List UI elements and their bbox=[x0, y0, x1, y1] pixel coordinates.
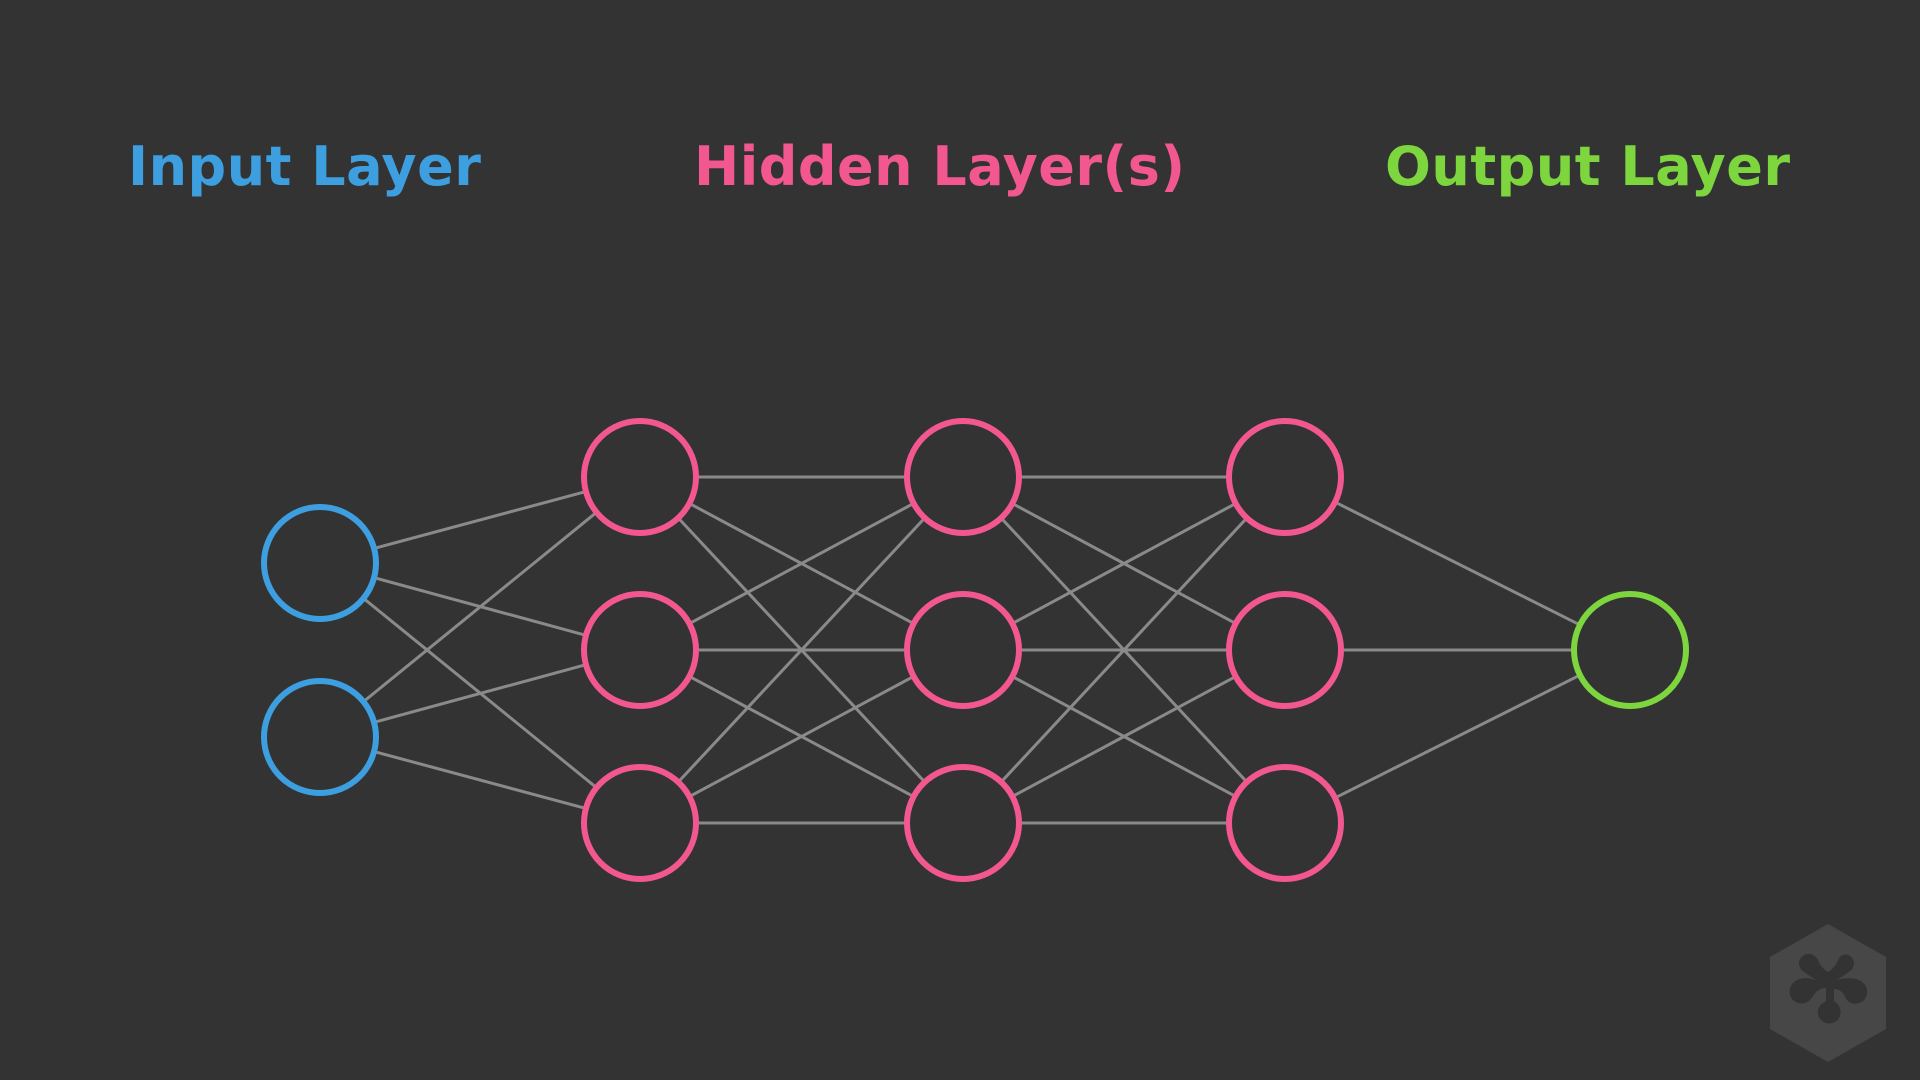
connection-edge bbox=[1336, 501, 1579, 626]
layer-label-hidden: Hidden Layer(s) bbox=[694, 135, 1186, 198]
neuron-node-hidden bbox=[1226, 764, 1344, 882]
neuron-node-output bbox=[1571, 591, 1689, 709]
connection-edge bbox=[375, 490, 585, 550]
edges-group bbox=[364, 475, 1579, 825]
connection-edge bbox=[375, 750, 585, 810]
neuron-node-hidden bbox=[904, 764, 1022, 882]
connection-edge bbox=[375, 663, 585, 724]
neuron-node-hidden bbox=[1226, 591, 1344, 709]
layer-label-output: Output Layer bbox=[1385, 135, 1791, 198]
connection-edge bbox=[1013, 676, 1235, 797]
neuron-node-input bbox=[261, 504, 379, 622]
neuron-node-input bbox=[261, 678, 379, 796]
neuron-node-hidden bbox=[581, 418, 699, 536]
layer-label-input: Input Layer bbox=[128, 135, 482, 198]
connection-edge bbox=[678, 518, 925, 782]
neuron-node-hidden bbox=[581, 764, 699, 882]
neuron-node-hidden bbox=[904, 591, 1022, 709]
connection-edge bbox=[1013, 503, 1235, 624]
connection-edge bbox=[690, 676, 913, 797]
connection-edge bbox=[690, 503, 913, 624]
neuron-node-hidden bbox=[1226, 418, 1344, 536]
connection-edge bbox=[1001, 518, 1247, 782]
neuron-node-hidden bbox=[904, 418, 1022, 536]
nodes-group bbox=[261, 418, 1689, 882]
neuron-node-hidden bbox=[581, 591, 699, 709]
connection-edge bbox=[1336, 674, 1579, 799]
connection-edge bbox=[364, 512, 596, 702]
